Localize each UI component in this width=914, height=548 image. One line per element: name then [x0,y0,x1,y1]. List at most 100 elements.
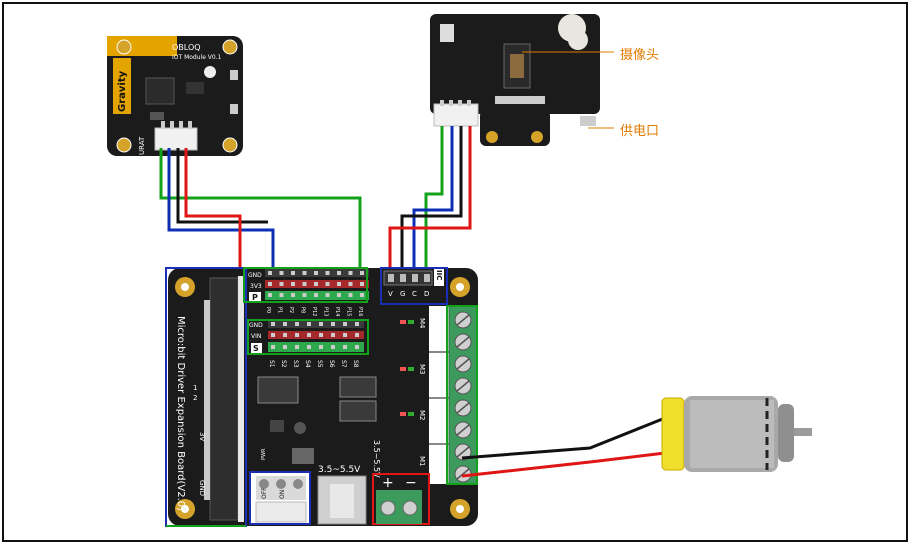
camera-wires [388,126,472,272]
header-pin [319,333,323,337]
pwr-label: PWR [261,448,267,460]
switch-on-label: ON [279,490,286,499]
header-pin [348,293,353,297]
header-pin [271,345,275,349]
obloq-module: Gravity OBLOQ IOT Module V0.1 URAT [107,36,243,156]
row-vin-label: VIN [251,333,261,340]
switch-off-label: OFF [261,487,268,499]
header-pin [360,271,364,275]
wire-black-camera [400,126,463,272]
header-pin [268,282,272,286]
header-pin [307,345,311,349]
voltage-label-1: 3.5~5.5V [318,465,361,475]
expansion-board: 1 2 3V GND Micro:bit Driver Expansion Bo… [165,267,478,527]
header-pin [314,282,318,286]
p-pin-label: P16 [357,307,363,316]
header-pin [355,345,359,349]
terminal-screws [454,311,472,483]
wire-green-camera [424,126,444,272]
screw-slot [456,336,470,348]
s-pin-row [271,322,359,349]
plus-sign: + [382,475,394,491]
header-pin [360,282,364,286]
s-pin-label: S5 [316,360,323,368]
header-pin [343,322,347,326]
screw-slot [456,358,470,370]
minus-sign: − [405,475,417,491]
header-pin [302,271,307,275]
edge-num-2: 2 [193,394,197,402]
header-pin [348,271,353,275]
header-pin [343,345,347,349]
obloq-wires [159,148,362,296]
wire-blue-camera [412,126,454,272]
wire-red-obloq [184,148,242,296]
header-pin [271,322,275,326]
iic-pin-c: C [412,290,417,298]
row-p-label: P [252,293,258,302]
header-pin [355,333,359,337]
s-pin-label: S4 [304,360,311,368]
header-pin [295,322,299,326]
edge-num-1: 1 [193,384,197,392]
header-pin [314,271,318,275]
p-pin-row [268,271,364,297]
dc-motor [461,396,812,478]
header-pin [319,322,323,326]
header-pin [279,282,284,286]
p-pin-label: P13 [323,307,329,316]
p-pin-label: P14 [334,307,340,316]
header-pin [331,322,335,326]
header-pin [343,333,347,337]
p-pin-label: P1 [277,307,283,313]
s-pin-label: S1 [268,360,275,368]
wire-blue-obloq [167,148,275,276]
p-pin-label: P15 [346,307,352,316]
screw-slot [456,314,470,326]
camera-annotation: 摄像头 [620,48,660,63]
header-pin [279,293,284,297]
header-pin [295,345,299,349]
header-pin [283,333,287,337]
motor-label-m3: M3 [418,364,426,375]
s-pin-label: S3 [292,360,299,368]
header-pin [325,282,330,286]
header-pin [283,322,287,326]
iic-pin-g: G [400,290,405,298]
screw-slot [456,380,470,392]
header-pin [307,333,311,337]
board-name: Micro:bit Driver Expansion Board(V2.0) [175,316,186,511]
row-s-label: S [253,344,259,353]
wire-green-obloq [159,148,362,296]
s-pin-label: S7 [340,360,347,368]
header-pin [268,271,272,275]
gravity-label: Gravity [117,70,128,112]
header-pin [314,293,318,297]
header-pin [337,293,341,297]
header-pin [271,333,275,337]
urat-label: URAT [138,136,146,155]
wire-red-motor [461,451,666,478]
edge-label-gnd: GND [198,480,206,496]
header-pin [291,282,295,286]
p-pin-label: P0 [265,307,271,313]
p-pin-label: P2 [288,307,294,313]
motor-label-m4: M4 [418,318,426,329]
s-pin-label: S6 [328,360,335,368]
header-pin [348,282,353,286]
row-3v3-label: 3V3 [250,283,262,290]
obloq-subtitle: IOT Module V0.1 [172,54,222,61]
header-pin [337,282,341,286]
p-pin-label: P8 [300,307,306,313]
header-pin [268,293,272,297]
power-port-annotation: 供电口 [620,124,660,139]
outer-border [2,2,908,542]
voltage-label-2: 3.5~5.5V [372,440,381,478]
screw-slot [456,424,470,436]
motor-label-m2: M2 [418,410,426,421]
header-pin [291,293,295,297]
